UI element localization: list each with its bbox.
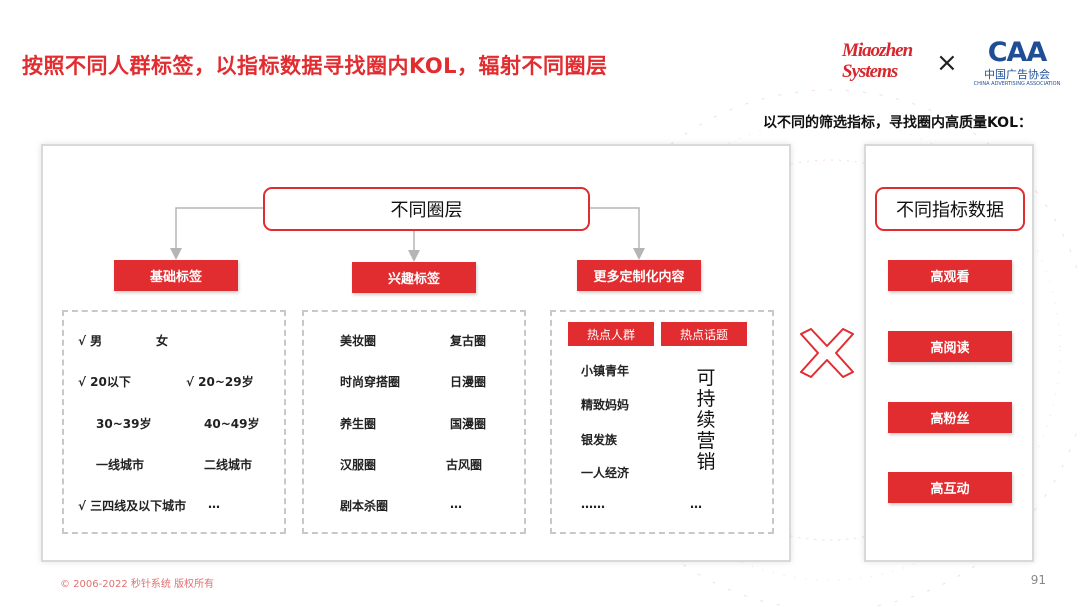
interest-item: 时尚穿搭圈 (340, 375, 401, 389)
interest-item: … (450, 497, 462, 511)
interest-item: 国漫圈 (450, 417, 487, 431)
category-basic-label: 基础标签 (114, 260, 238, 291)
connector-custom (590, 207, 645, 260)
metric-tag-fans: 高粉丝 (888, 402, 1012, 433)
interest-item: 美妆圈 (340, 334, 377, 348)
miaozhen-logo: Miaozhen Systems (842, 40, 913, 82)
basic-item: 一线城市 (96, 458, 145, 472)
page-title: 按照不同人群标签，以指标数据寻找圈内KOL，辐射不同圈层 (22, 54, 608, 78)
metric-tag-reads: 高阅读 (888, 331, 1012, 362)
custom-item: 一人经济 (581, 466, 630, 480)
basic-item: √ 三四线及以下城市 (78, 499, 187, 513)
interest-tags-box (302, 310, 526, 534)
custom-item: 精致妈妈 (581, 398, 630, 412)
interest-item: 养生圈 (340, 417, 377, 431)
metrics-title-node: 不同指标数据 (875, 187, 1025, 231)
cross-icon (800, 328, 854, 378)
root-node-circles: 不同圈层 (263, 187, 590, 231)
custom-more: … (690, 497, 702, 511)
interest-item: 复古圈 (450, 334, 487, 348)
interest-item: 剧本杀圈 (340, 499, 389, 513)
metric-tag-interaction: 高互动 (888, 472, 1012, 503)
connector-basic (170, 207, 263, 260)
page-number: 91 (1030, 573, 1046, 587)
metric-tag-views: 高观看 (888, 260, 1012, 291)
times-icon: × (936, 48, 958, 78)
custom-item: 银发族 (581, 433, 618, 447)
custom-item: 小镇青年 (581, 364, 630, 378)
sustainable-marketing-text: 可持续营销 (696, 367, 716, 473)
interest-item: 汉服圈 (340, 458, 377, 472)
interest-item: 日漫圈 (450, 375, 487, 389)
basic-item: 30~39岁 (96, 417, 152, 431)
basic-item: 40~49岁 (204, 417, 260, 431)
custom-item: …… (581, 497, 605, 511)
basic-item: … (208, 497, 220, 511)
basic-item: 二线城市 (204, 458, 253, 472)
hot-crowd-tag: 热点人群 (568, 322, 654, 346)
custom-content-box (550, 310, 774, 534)
basic-tags-box (62, 310, 286, 534)
basic-item: 女 (156, 334, 169, 348)
basic-item: √ 20以下 (78, 375, 131, 389)
hot-topic-tag: 热点话题 (661, 322, 747, 346)
category-interest-label: 兴趣标签 (352, 262, 476, 293)
caa-logo: CAA 中国广告协会 CHINA ADVERTISING ASSOCIATION (973, 37, 1061, 88)
basic-item: √ 男 (78, 334, 103, 348)
copyright-footer: © 2006-2022 秒针系统 版权所有 (60, 579, 215, 590)
category-custom-label: 更多定制化内容 (577, 260, 701, 291)
interest-item: 古风圈 (446, 458, 483, 472)
metrics-subtitle: 以不同的筛选指标，寻找圈内高质量KOL： (762, 115, 1032, 131)
basic-item: √ 20~29岁 (186, 375, 254, 389)
